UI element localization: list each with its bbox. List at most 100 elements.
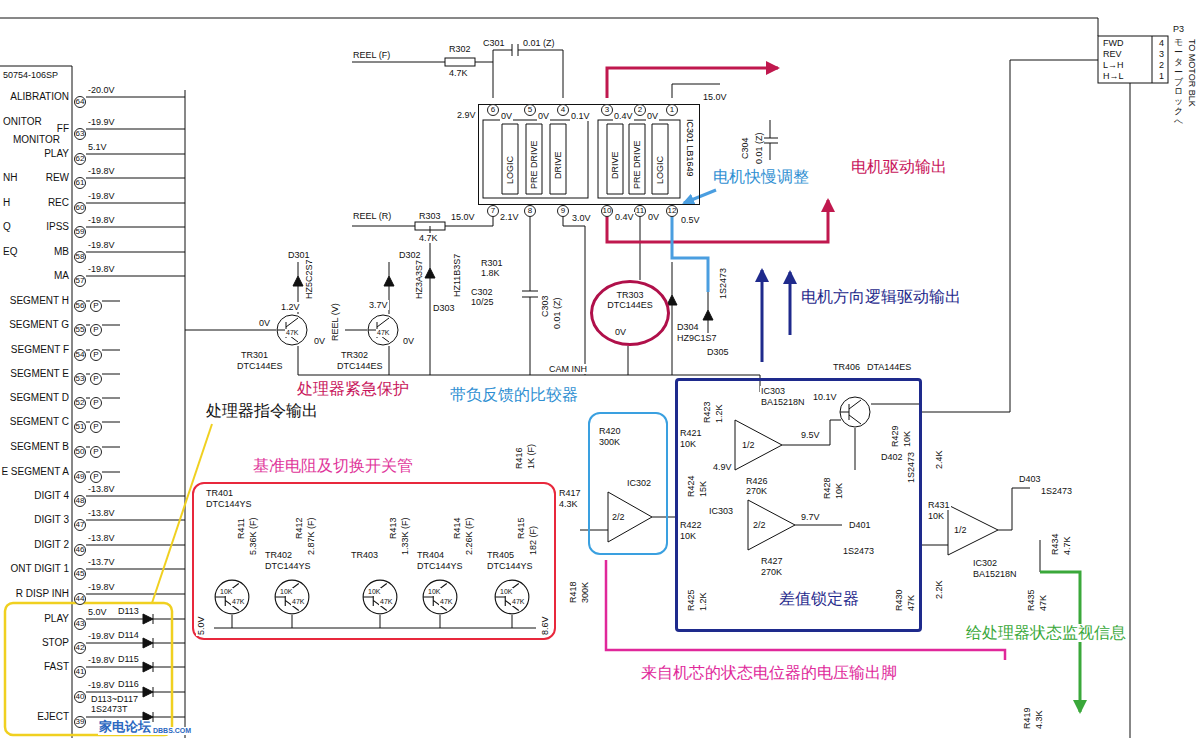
component-label: L→H: [1102, 60, 1125, 70]
pin-number: 56: [74, 300, 86, 312]
label-anchor: 0V: [646, 111, 659, 121]
component-label: 47K: [1038, 594, 1048, 612]
label-anchor: TR401: [205, 488, 234, 498]
label-anchor: 47K: [231, 598, 245, 606]
transistor-symbol: [275, 580, 309, 614]
pin-wires: [86, 301, 120, 472]
component-label: 0.01 (Z): [552, 296, 562, 330]
component-label: PRE DRIVE: [529, 139, 539, 190]
label-anchor: 2.9V: [456, 110, 477, 120]
component-label: 1S2473: [906, 451, 916, 484]
label-anchor: 7: [487, 199, 499, 217]
label-anchor: 270K: [760, 567, 783, 577]
component-label: BA15218N: [972, 569, 1018, 579]
pin-number: 42: [74, 642, 86, 654]
label-anchor: ONITOR: [2, 116, 43, 128]
component-label: 50754-106SP: [2, 70, 59, 80]
annotation-text: 电机驱动输出: [850, 158, 948, 176]
label-anchor: 2.87K (F): [306, 556, 346, 566]
label-anchor: P: [90, 318, 102, 336]
label-anchor: DTC144YS: [416, 561, 464, 571]
component-label: DRIVE: [610, 150, 620, 180]
label-anchor: 46: [74, 538, 86, 556]
component-label: REV: [1102, 49, 1123, 59]
label-anchor: -19.8V: [87, 191, 116, 201]
label-anchor: TR405: [486, 550, 515, 560]
label-anchor: MONITOR: [12, 134, 61, 146]
label-anchor: EJECT: [36, 711, 70, 723]
label-anchor: 10.1V: [812, 392, 838, 402]
component-label: STOP: [41, 637, 70, 649]
pin-number: 46: [74, 544, 86, 556]
label-anchor: SEGMENT B: [9, 441, 70, 453]
label-anchor: 52: [74, 391, 86, 409]
pin-number: 53: [74, 373, 86, 385]
component-label: 47K: [231, 598, 245, 606]
label-anchor: 3: [601, 98, 613, 116]
label-anchor: H→L: [1102, 71, 1125, 81]
component-label: TR402: [264, 550, 293, 560]
label-anchor: R424: [686, 498, 710, 508]
component-label: R430: [894, 588, 904, 612]
component-label: 0V: [614, 327, 627, 337]
component-label: REEL (R): [352, 211, 392, 221]
label-anchor: 10: [601, 199, 613, 217]
component-label: 10K: [367, 588, 381, 596]
component-label: 1: [1158, 71, 1165, 81]
component-label: HZ5C2S7: [304, 258, 314, 300]
pin-wires: [86, 97, 185, 594]
label-anchor: D402: [880, 452, 904, 462]
label-anchor: SEGMENT H: [9, 295, 70, 307]
label-anchor: CAM INH: [548, 364, 588, 374]
label-anchor: DTC144ES: [236, 361, 284, 371]
pin-number: 47: [74, 519, 86, 531]
label-anchor: L→H: [1102, 60, 1125, 70]
label-anchor: 5.0V: [196, 636, 217, 646]
label-anchor: 1: [1158, 71, 1165, 81]
component-label: REEL (V): [330, 302, 340, 342]
label-anchor: 55: [74, 318, 86, 336]
label-anchor: 15.0V: [450, 212, 476, 222]
label-anchor: 51: [74, 415, 86, 433]
component-label: 4: [1158, 38, 1165, 48]
label-anchor: E SEGMENT A: [0, 466, 70, 478]
label-anchor: 10K: [279, 588, 293, 596]
component-label: R418: [568, 580, 578, 604]
label-anchor: 1.8K: [480, 268, 501, 278]
capacitor-symbol: [762, 120, 778, 160]
label-anchor: HZ9C1S7: [676, 333, 718, 343]
label-anchor: 10K: [679, 439, 697, 449]
label-anchor: 10K: [834, 500, 852, 510]
pin-number: 59: [74, 226, 86, 238]
component-label: 0V: [402, 336, 415, 346]
pin-number: 2: [634, 104, 646, 116]
node-text: 带负反馈的比较器: [450, 386, 578, 404]
component-label: R421: [679, 428, 703, 438]
pin-number: 63: [74, 128, 86, 140]
label-anchor: R425: [686, 612, 710, 622]
label-anchor: 6: [487, 98, 499, 116]
label-anchor: 300K: [580, 604, 603, 614]
component-label: R416: [514, 446, 524, 470]
label-anchor: 47K: [291, 598, 305, 606]
component-label: EQ: [2, 246, 18, 258]
transistor-symbol: [495, 580, 529, 614]
component-label: TR404: [416, 550, 445, 560]
component-label: TR403: [350, 550, 379, 560]
label-anchor: 4.7K: [1062, 556, 1083, 566]
label-anchor: BA15218N: [760, 397, 806, 407]
label-anchor: BA15218N: [972, 569, 1018, 579]
label-anchor: 53: [74, 367, 86, 385]
component-label: ONITOR: [2, 116, 43, 128]
component-label: -13.8V: [87, 533, 116, 543]
label-anchor: 8.6V: [540, 636, 561, 646]
speed-arrow: [684, 190, 716, 203]
component-label: H: [2, 197, 11, 209]
component-label: DTA144ES: [866, 362, 912, 372]
label-anchor: 10K: [427, 588, 441, 596]
component-label: R301: [480, 258, 504, 268]
label-anchor: 5.1V: [87, 142, 108, 152]
label-anchor: 处理器指令输出: [205, 402, 319, 420]
label-anchor: REC: [47, 197, 70, 209]
